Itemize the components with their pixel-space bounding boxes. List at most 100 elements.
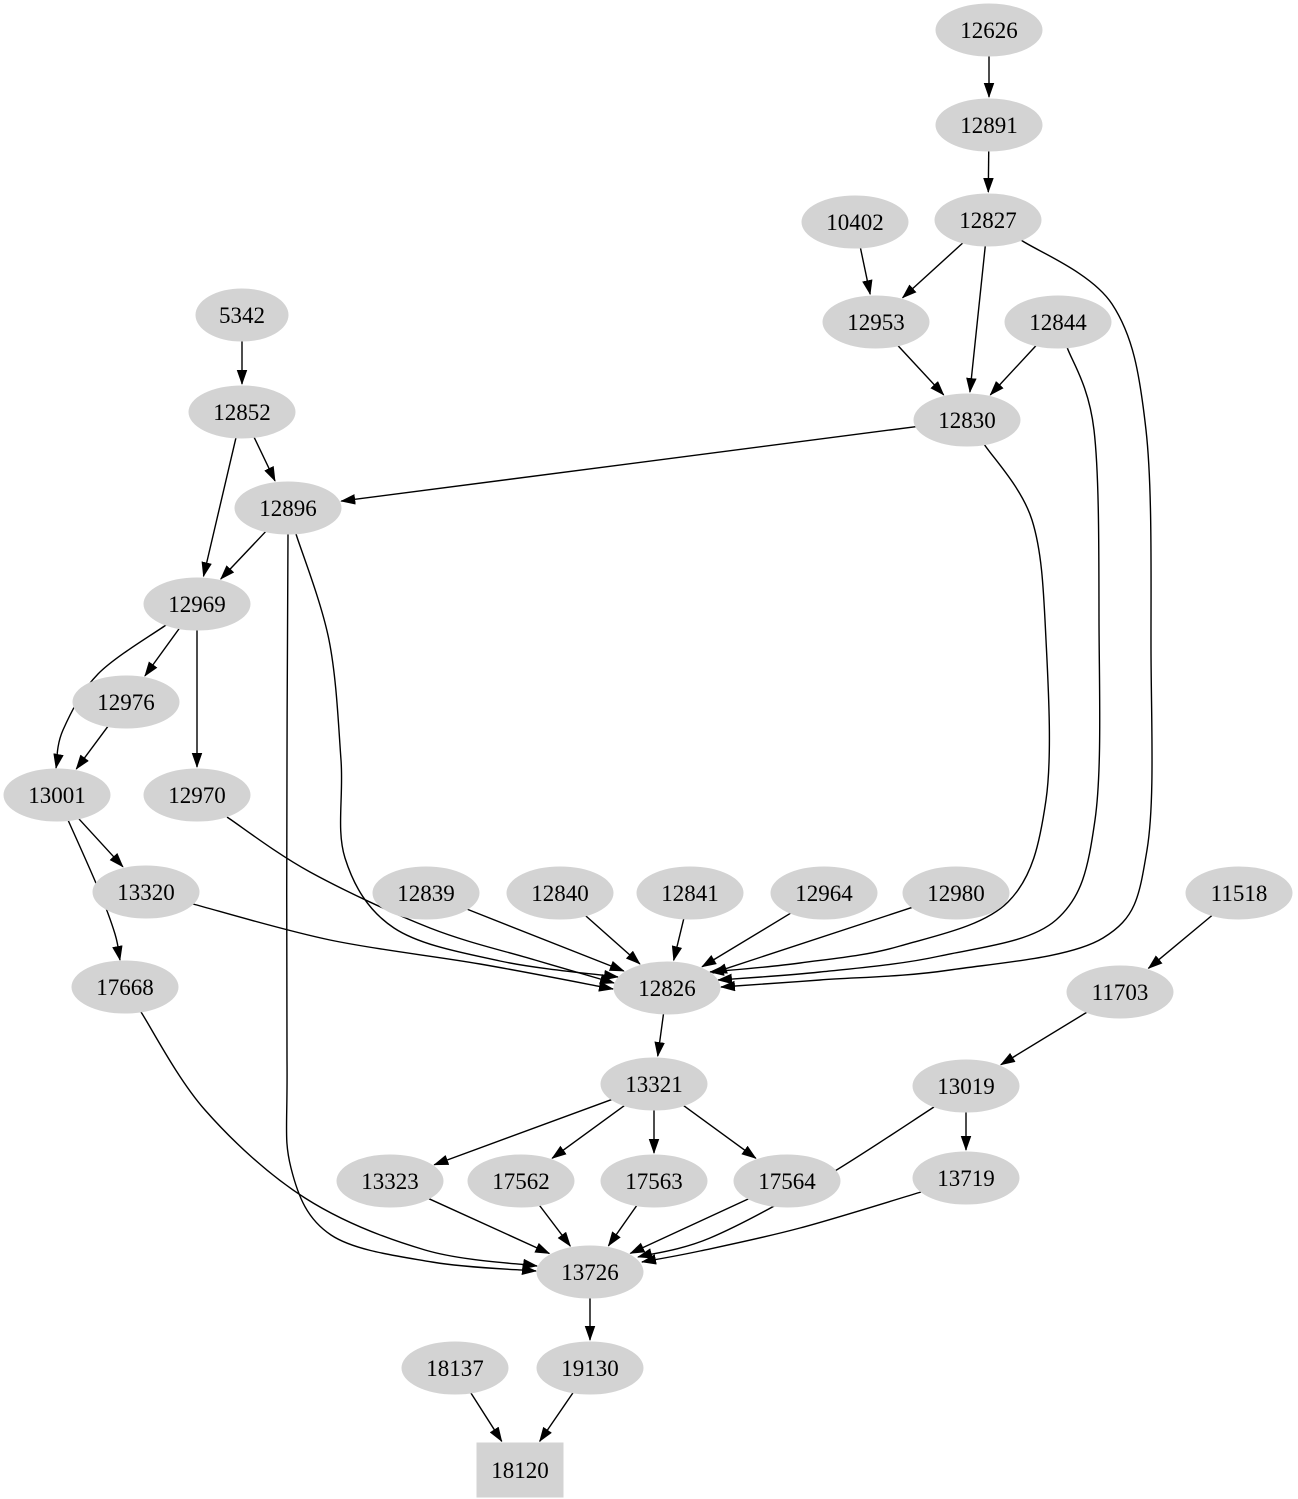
node-label: 12891 <box>960 113 1018 138</box>
edge-17563-13726 <box>607 1205 638 1247</box>
node-ellipse-shape <box>801 195 909 249</box>
node-label: 12844 <box>1029 310 1087 335</box>
node-ellipse-shape <box>536 1341 644 1395</box>
edge-12830-12826 <box>709 443 1051 976</box>
edge-12844-12830 <box>989 345 1037 396</box>
node-ellipse-shape <box>912 1151 1020 1205</box>
node-13719: 13719 <box>912 1151 1020 1205</box>
node-12840: 12840 <box>506 866 614 920</box>
node-label: 12841 <box>661 881 719 906</box>
node-label: 12826 <box>638 976 696 1001</box>
node-12891: 12891 <box>935 98 1043 152</box>
node-label: 12830 <box>938 408 996 433</box>
node-label: 18137 <box>426 1356 484 1381</box>
node-12839: 12839 <box>372 866 480 920</box>
node-12826: 12826 <box>613 961 721 1015</box>
node-18137: 18137 <box>401 1341 509 1395</box>
node-label: 12827 <box>959 208 1017 233</box>
edge-12840-12826 <box>585 915 641 965</box>
node-ellipse-shape <box>72 675 180 729</box>
node-ellipse-shape <box>912 1059 1020 1113</box>
node-label: 12839 <box>397 881 455 906</box>
node-ellipse-shape <box>71 960 179 1014</box>
node-label: 12976 <box>97 690 155 715</box>
edge-12964-12826 <box>701 912 791 968</box>
node-label: 12852 <box>213 400 271 425</box>
node-label: 10402 <box>826 210 884 235</box>
node-13323: 13323 <box>336 1154 444 1208</box>
edge-12896-13726 <box>285 533 537 1276</box>
node-ellipse-shape <box>935 3 1043 57</box>
node-ellipse-shape <box>506 866 614 920</box>
node-12964: 12964 <box>770 866 878 920</box>
node-ellipse-shape <box>733 1154 841 1208</box>
node-label: 13726 <box>561 1260 619 1285</box>
node-ellipse-shape <box>770 866 878 920</box>
node-12841: 12841 <box>636 866 744 920</box>
node-label: 18120 <box>491 1458 549 1483</box>
edge-12826-13321 <box>654 1013 665 1058</box>
node-label: 13719 <box>937 1166 995 1191</box>
node-ellipse-shape <box>143 768 251 822</box>
node-ellipse-shape <box>613 961 721 1015</box>
node-label: 12626 <box>960 18 1018 43</box>
node-ellipse-shape <box>336 1154 444 1208</box>
node-12969: 12969 <box>143 577 251 631</box>
edges-layer <box>53 56 1213 1443</box>
node-ellipse-shape <box>536 1245 644 1299</box>
node-label: 5342 <box>219 303 265 328</box>
node-label: 13320 <box>117 880 175 905</box>
edge-12976-13001 <box>75 726 109 770</box>
node-label: 17564 <box>758 1169 816 1194</box>
edge-12841-12826 <box>671 918 685 962</box>
node-label: 12953 <box>847 310 905 335</box>
edge-18137-18120 <box>470 1392 503 1443</box>
edge-13719-13726 <box>641 1191 922 1265</box>
node-12844: 12844 <box>1004 295 1112 349</box>
edge-12980-12826 <box>711 906 913 974</box>
node-ellipse-shape <box>1066 965 1174 1019</box>
edge-12896-12826 <box>295 533 619 981</box>
node-ellipse-shape <box>234 481 342 535</box>
node-11703: 11703 <box>1066 965 1174 1019</box>
node-label: 12970 <box>168 783 226 808</box>
node-12830: 12830 <box>913 393 1021 447</box>
node-ellipse-shape <box>143 577 251 631</box>
node-label: 11518 <box>1211 881 1268 906</box>
edge-12896-12969 <box>220 531 267 580</box>
edge-13320-12826 <box>192 903 614 992</box>
edge-12844-12826 <box>717 346 1101 985</box>
node-17563: 17563 <box>600 1154 708 1208</box>
node-label: 12969 <box>168 592 226 617</box>
node-ellipse-shape <box>3 768 111 822</box>
node-label: 13019 <box>937 1074 995 1099</box>
node-12626: 12626 <box>935 3 1043 57</box>
node-label: 12964 <box>795 881 853 906</box>
node-ellipse-shape <box>401 1341 509 1395</box>
node-ellipse-shape <box>822 295 930 349</box>
edge-17668-13726 <box>140 1011 538 1270</box>
edge-13321-17564 <box>683 1105 757 1159</box>
node-12976: 12976 <box>72 675 180 729</box>
node-ellipse-shape <box>934 193 1042 247</box>
node-12953: 12953 <box>822 295 930 349</box>
node-label: 17668 <box>96 975 154 1000</box>
node-17564: 17564 <box>733 1154 841 1208</box>
node-label: 17562 <box>492 1169 550 1194</box>
edge-12969-12976 <box>144 628 180 677</box>
edge-12839-12826 <box>467 908 625 972</box>
node-12852: 12852 <box>188 385 296 439</box>
node-label: 12896 <box>259 496 317 521</box>
edge-17564-13726 <box>629 1198 749 1254</box>
edge-12827-12826 <box>720 239 1153 992</box>
edge-12827-12830 <box>966 245 986 394</box>
node-ellipse-shape <box>1185 866 1293 920</box>
node-13320: 13320 <box>92 865 200 919</box>
edge-11703-13019 <box>1000 1011 1088 1066</box>
node-label: 19130 <box>561 1356 619 1381</box>
node-13321: 13321 <box>600 1057 708 1111</box>
node-label: 13001 <box>28 783 86 808</box>
edge-13001-13320 <box>78 818 124 868</box>
